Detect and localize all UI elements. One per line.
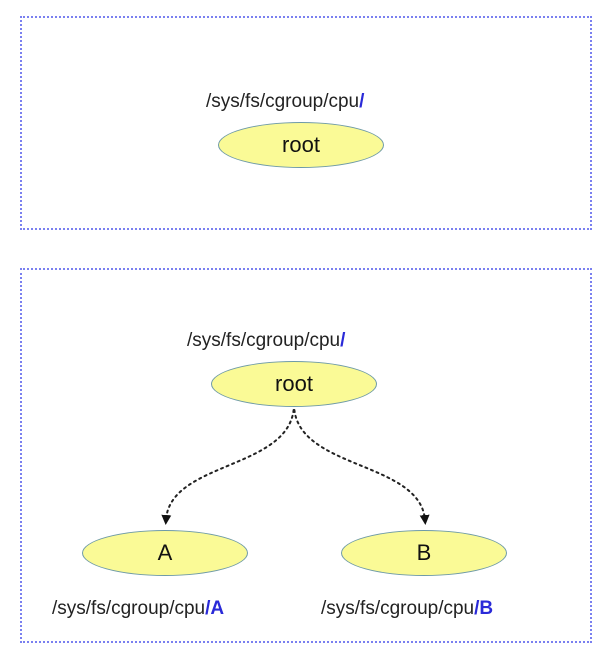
node-b: B (341, 530, 507, 576)
node-a-path-prefix: /sys/fs/cgroup/cpu (52, 598, 206, 619)
node-b-path-prefix: /sys/fs/cgroup/cpu (321, 598, 475, 619)
node-b-path-suffix: /B (474, 598, 494, 619)
node-a-path-label: /sys/fs/cgroup/cpu/A (52, 599, 224, 618)
root-path-suffix: / (340, 330, 346, 351)
node-a: A (82, 530, 248, 576)
root-path-prefix: /sys/fs/cgroup/cpu (187, 330, 341, 351)
root-path-prefix: /sys/fs/cgroup/cpu (206, 91, 360, 112)
root-path-label: /sys/fs/cgroup/cpu/ (206, 92, 364, 111)
root-node-label: root (282, 132, 320, 157)
diagram-panel-root-with-children (20, 268, 592, 643)
root-node: root (211, 361, 377, 407)
node-a-label: A (157, 540, 173, 565)
node-b-path-label: /sys/fs/cgroup/cpu/B (321, 599, 493, 618)
root-path-suffix: / (359, 91, 365, 112)
diagram-panel-single-root (20, 16, 592, 230)
node-a-path-suffix: /A (205, 598, 225, 619)
node-b-label: B (416, 540, 432, 565)
root-path-label: /sys/fs/cgroup/cpu/ (187, 331, 345, 350)
root-node: root (218, 122, 384, 168)
root-node-label: root (275, 371, 313, 396)
